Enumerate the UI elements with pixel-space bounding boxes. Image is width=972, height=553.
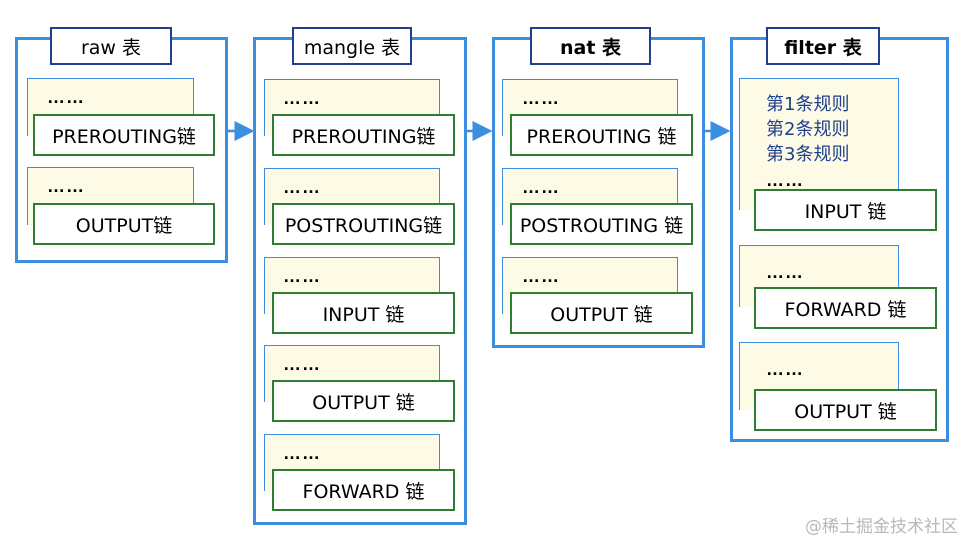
mangle-chain-dots-5: …… <box>283 443 321 463</box>
mangle-table-title: mangle 表 <box>292 27 412 65</box>
nat-chain-output: OUTPUT 链 <box>510 292 693 334</box>
mangle-chain-prerouting: PREROUTING链 <box>272 114 455 156</box>
raw-chain-output: OUTPUT链 <box>33 203 215 245</box>
watermark: @稀土掘金技术社区 <box>805 517 958 537</box>
filter-table-title: filter 表 <box>766 27 880 65</box>
raw-table-title: raw 表 <box>50 27 172 65</box>
mangle-chain-input: INPUT 链 <box>272 292 455 334</box>
nat-chain-dots-2: …… <box>522 177 560 197</box>
mangle-chain-dots-2: …… <box>283 177 321 197</box>
mangle-chain-dots-4: …… <box>283 354 321 374</box>
raw-chain-dots-2: …… <box>47 176 85 196</box>
filter-chain-input: INPUT 链 <box>754 189 937 231</box>
filter-rule-3: 第3条规则 <box>766 144 850 165</box>
filter-chain-dots-2: …… <box>766 262 804 282</box>
mangle-chain-dots-1: …… <box>283 88 321 108</box>
nat-chain-dots-3: …… <box>522 266 560 286</box>
mangle-chain-dots-3: …… <box>283 266 321 286</box>
mangle-chain-forward: FORWARD 链 <box>272 469 455 511</box>
nat-table-title: nat 表 <box>530 27 651 65</box>
nat-chain-prerouting: PREROUTING 链 <box>510 114 693 156</box>
filter-rule-1: 第1条规则 <box>766 94 850 115</box>
nat-chain-dots-1: …… <box>522 88 560 108</box>
raw-chain-prerouting: PREROUTING链 <box>33 114 215 156</box>
nat-chain-postrouting: POSTROUTING 链 <box>510 203 693 245</box>
mangle-chain-postrouting: POSTROUTING链 <box>272 203 455 245</box>
filter-rules-panel <box>739 78 899 210</box>
filter-rule-2: 第2条规则 <box>766 119 850 140</box>
filter-chain-dots-1: …… <box>766 170 804 190</box>
raw-chain-dots-1: …… <box>47 87 85 107</box>
filter-chain-dots-3: …… <box>766 359 804 379</box>
filter-chain-output: OUTPUT 链 <box>754 389 937 431</box>
filter-chain-forward: FORWARD 链 <box>754 287 937 329</box>
mangle-chain-output: OUTPUT 链 <box>272 380 455 422</box>
